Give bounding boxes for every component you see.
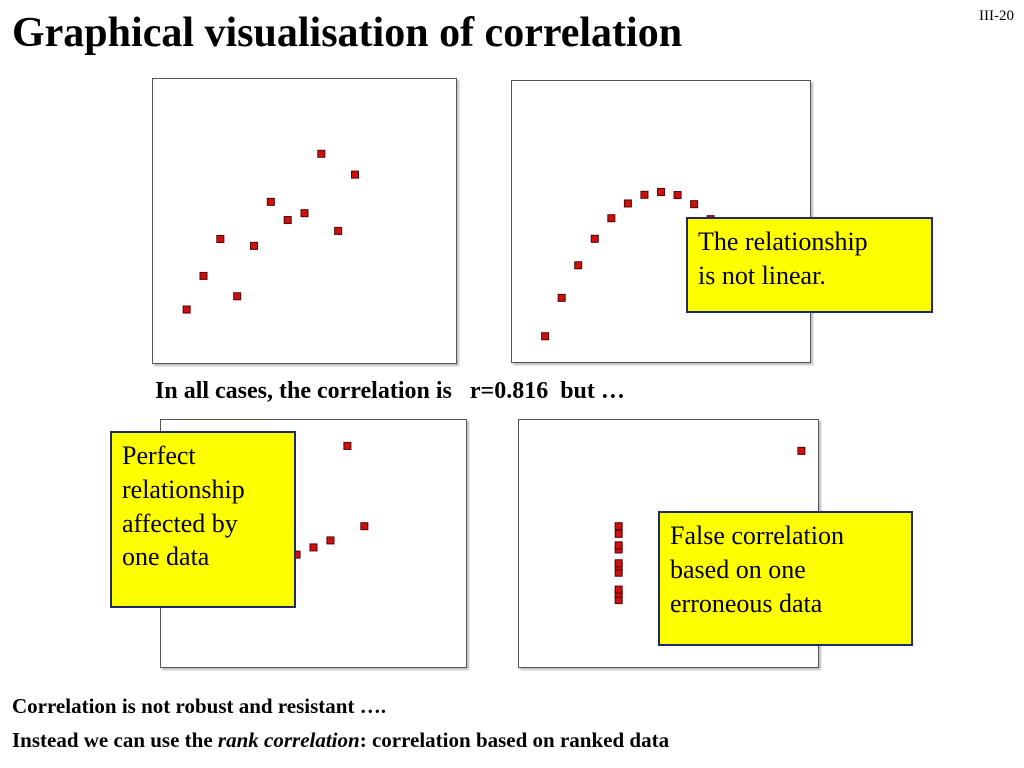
data-point — [690, 200, 699, 209]
data-point — [216, 234, 225, 243]
data-point — [614, 559, 623, 568]
note-line: False correlation — [670, 521, 844, 550]
note-line: affected by — [122, 508, 238, 538]
data-point — [351, 170, 359, 179]
data-point — [317, 149, 326, 158]
data-point — [614, 529, 623, 538]
note-nonlinear: The relationship is not linear. — [686, 217, 933, 313]
note-line: relationship — [122, 474, 245, 504]
data-point — [623, 199, 632, 208]
data-point — [343, 441, 352, 450]
data-point — [614, 541, 623, 550]
note-line: one data — [122, 542, 210, 572]
footer-suffix: : correlation based on ranked data — [359, 728, 670, 752]
data-point — [233, 292, 242, 301]
footer-prefix: Instead we can use the — [12, 728, 218, 752]
data-point — [640, 190, 649, 199]
data-point — [657, 187, 665, 196]
note-line: based on one — [670, 554, 806, 584]
data-point — [309, 543, 318, 552]
data-point — [300, 209, 309, 218]
note-line: erroneous data — [670, 588, 823, 618]
scatter-plot-1 — [152, 78, 457, 364]
data-point — [614, 585, 623, 594]
data-point — [797, 446, 806, 455]
data-point — [199, 271, 208, 280]
data-point — [360, 522, 369, 531]
rank-correlation-term: rank correlation — [217, 728, 360, 752]
data-point — [250, 241, 258, 250]
data-point — [541, 332, 550, 341]
note-line: is not linear. — [698, 260, 826, 290]
data-point — [283, 216, 292, 225]
data-point — [614, 522, 623, 531]
data-point — [590, 234, 599, 243]
data-point — [334, 226, 343, 235]
data-point — [607, 214, 616, 223]
data-point — [326, 536, 335, 545]
footer-line-1: Correlation is not robust and resistant … — [12, 694, 386, 718]
data-point — [182, 305, 191, 314]
data-point — [574, 261, 583, 270]
footer-line-2: Instead we can use the rank correlation:… — [12, 728, 669, 753]
data-point — [673, 191, 682, 200]
note-line: The relationship — [698, 227, 868, 256]
correlation-caption: In all cases, the correlation is r=0.816… — [155, 378, 625, 404]
note-outlier: Perfect relationship affected by one dat… — [110, 431, 296, 608]
slide-number: III-20 — [979, 8, 1014, 24]
note-line: Perfect — [122, 441, 196, 470]
data-point — [557, 293, 566, 302]
note-false-correlation: False correlation based on one erroneous… — [658, 511, 913, 646]
slide-title: Graphical visualisation of correlation — [12, 10, 683, 56]
data-point — [266, 197, 275, 206]
